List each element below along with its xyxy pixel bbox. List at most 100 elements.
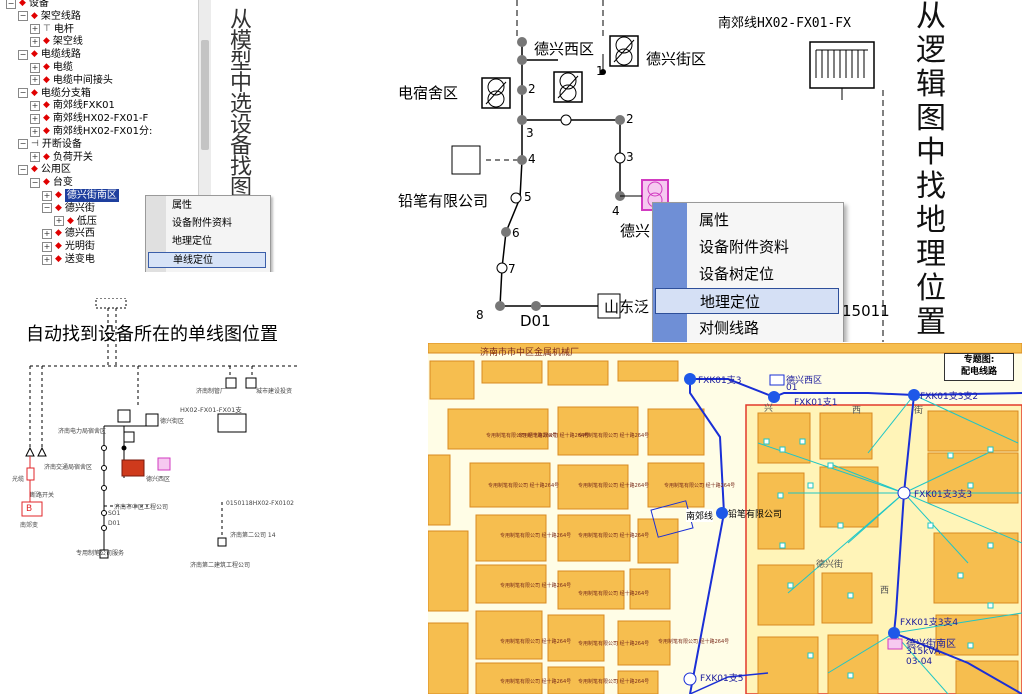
tree-item[interactable]: +◆负荷开关 [30, 151, 93, 164]
collapse-icon[interactable]: − [30, 177, 40, 188]
menu-item[interactable]: 设备附件资料 [699, 238, 790, 256]
pole-node[interactable] [888, 627, 900, 639]
menu-item[interactable]: 属性 [699, 211, 730, 229]
meter-icon[interactable] [957, 572, 964, 579]
node-switch[interactable] [101, 525, 107, 531]
collapse-icon[interactable]: − [18, 88, 28, 99]
node-pole[interactable] [517, 155, 527, 165]
tree-item[interactable]: −◆架空线路 [18, 10, 81, 23]
expand-icon[interactable]: + [30, 75, 40, 86]
expand-icon[interactable]: + [42, 254, 52, 265]
meter-icon[interactable] [807, 652, 814, 659]
collapse-icon[interactable]: − [6, 0, 16, 9]
meter-icon[interactable] [779, 446, 786, 453]
expand-icon[interactable]: + [30, 113, 40, 124]
node-switch[interactable] [496, 262, 508, 274]
scrollbar-thumb[interactable] [201, 40, 209, 150]
expand-icon[interactable]: + [30, 36, 40, 47]
expand-icon[interactable]: + [54, 216, 64, 227]
tree-item[interactable]: +◆德兴西 [42, 227, 95, 240]
tree-item[interactable]: +◆德兴街南区 [42, 189, 119, 202]
transformer-icon-highlighted[interactable] [887, 638, 903, 650]
meter-icon[interactable] [763, 438, 770, 445]
meter-icon[interactable] [987, 542, 994, 549]
breaker-icon[interactable] [26, 467, 35, 481]
menu-item[interactable]: 设备树定位 [699, 265, 775, 283]
node-pole[interactable] [495, 301, 505, 311]
meter-icon[interactable] [847, 592, 854, 599]
tree-item[interactable]: −◆电缆线路 [18, 48, 81, 61]
substation-box[interactable] [21, 501, 43, 517]
transformer-icon[interactable] [769, 374, 785, 386]
transformer-icon[interactable] [117, 409, 131, 423]
tree-item[interactable]: −◆公用区 [18, 163, 71, 176]
meter-icon[interactable] [967, 642, 974, 649]
switch-node[interactable] [897, 486, 911, 500]
expand-icon[interactable]: + [42, 241, 52, 252]
device-box[interactable] [451, 145, 481, 175]
collapse-icon[interactable]: − [18, 49, 28, 60]
tree-item[interactable]: +◆送变电 [42, 253, 95, 266]
tree-item[interactable]: +◆南郊线HX02-FX01分: [30, 125, 152, 138]
meter-icon[interactable] [927, 522, 934, 529]
tree-item[interactable]: +◆南郊线FXK01 [30, 99, 115, 112]
device-box[interactable] [217, 537, 227, 547]
branch-box-icon[interactable] [217, 413, 247, 433]
tree-item[interactable]: +⊤电杆 [30, 23, 74, 36]
tree-item[interactable]: −◆电缆分支箱 [18, 87, 91, 100]
pole-node[interactable] [908, 389, 920, 401]
pole-node[interactable] [716, 507, 728, 519]
tree-item[interactable]: −◆德兴街 [42, 202, 95, 215]
node-switch[interactable] [101, 510, 107, 516]
tree-item[interactable]: −⊣开断设备 [18, 138, 82, 151]
transformer-icon[interactable] [481, 77, 511, 109]
branch-box-icon[interactable] [809, 41, 875, 89]
node-switch[interactable] [510, 192, 522, 204]
menu-item[interactable]: 单线定位 [148, 252, 266, 268]
transformer-icon-highlighted[interactable] [157, 457, 171, 471]
device-box[interactable] [245, 377, 257, 389]
expand-icon[interactable]: + [30, 62, 40, 73]
transformer-icon[interactable] [609, 35, 639, 67]
tree-item[interactable]: +◆光明街 [42, 240, 95, 253]
meter-icon[interactable] [799, 438, 806, 445]
menu-item[interactable]: 属性 [172, 200, 192, 211]
meter-icon[interactable] [779, 542, 786, 549]
tree-item[interactable]: +◆南郊线HX02-FX01-F [30, 112, 148, 125]
node-pole[interactable] [517, 55, 527, 65]
expand-icon[interactable]: + [30, 24, 40, 35]
node-pole[interactable] [121, 445, 127, 451]
switch-node[interactable] [683, 672, 697, 686]
meter-icon[interactable] [837, 522, 844, 529]
meter-icon[interactable] [987, 446, 994, 453]
tree-item[interactable]: +◆电缆 [30, 61, 73, 74]
transformer-icon[interactable] [123, 431, 135, 443]
menu-item[interactable]: 设备附件资料 [172, 218, 232, 229]
transformer-icon-highlighted[interactable] [121, 459, 145, 477]
device-box[interactable] [99, 549, 109, 559]
pole-node[interactable] [684, 373, 696, 385]
device-box[interactable] [597, 293, 621, 319]
collapse-icon[interactable]: − [18, 139, 28, 150]
tree-item[interactable]: +◆电缆中间接头 [30, 74, 113, 87]
expand-icon[interactable]: + [30, 100, 40, 111]
meter-icon[interactable] [947, 452, 954, 459]
node-switch[interactable] [614, 152, 626, 164]
node-pole[interactable] [615, 115, 625, 125]
menu-item[interactable]: 对侧线路 [699, 319, 760, 337]
tree-item[interactable]: +◆低压 [54, 215, 97, 228]
device-box[interactable] [225, 377, 237, 389]
meter-icon[interactable] [827, 462, 834, 469]
node-pole[interactable] [517, 85, 527, 95]
menu-item[interactable]: 地理定位 [172, 236, 212, 247]
collapse-icon[interactable]: − [42, 203, 52, 214]
node-switch[interactable] [101, 485, 107, 491]
expand-icon[interactable]: + [42, 190, 52, 201]
meter-icon[interactable] [967, 482, 974, 489]
meter-icon[interactable] [987, 602, 994, 609]
tree-item[interactable]: +◆架空线 [30, 35, 83, 48]
meter-icon[interactable] [807, 482, 814, 489]
meter-icon[interactable] [787, 582, 794, 589]
node-pole[interactable] [517, 37, 527, 47]
expand-icon[interactable]: + [42, 228, 52, 239]
